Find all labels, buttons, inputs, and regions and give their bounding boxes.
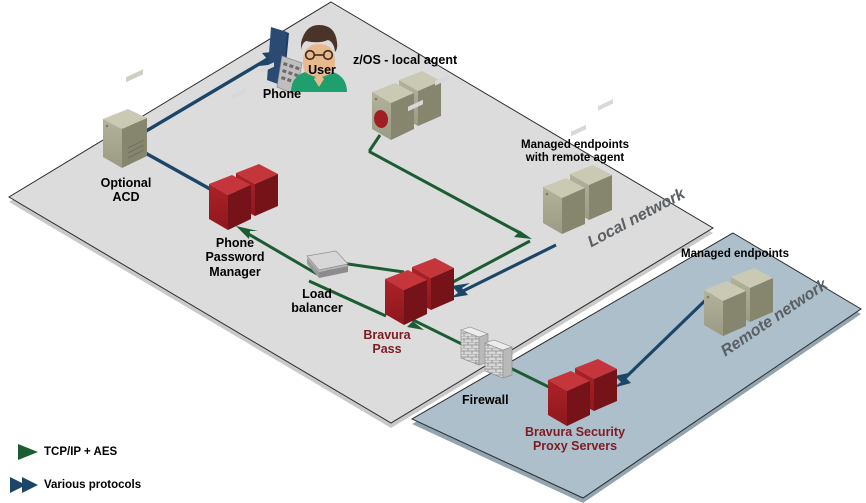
legend-label-tcpip-aes: TCP/IP + AES <box>44 446 118 458</box>
server-tan-icon-managed-agent <box>543 165 612 234</box>
link-zos-to-managed-endpoints-agent <box>368 134 532 239</box>
link-loadbalancer-to-ppm <box>236 226 318 276</box>
server-tan-icon-acd <box>103 69 147 168</box>
legend-label-various-protocols: Various protocols <box>44 479 142 491</box>
legend-marker-tcpip-aes <box>18 444 38 460</box>
server-red-icon-bravura-pass <box>385 74 454 325</box>
mobile-phone-icon <box>267 27 303 96</box>
legend-marker-various-protocols <box>10 477 38 493</box>
firewall-brick-icon-1 <box>460 326 489 366</box>
load-balancer-icon <box>306 250 349 278</box>
person-icon <box>291 25 347 92</box>
link-loadbalancer-path-lower <box>308 279 387 318</box>
server-red-icon-proxy <box>548 99 617 426</box>
firewall-brick-icon-2 <box>484 339 513 379</box>
server-tan-icon-managed-endpoints <box>704 268 773 336</box>
link-remote-endpoints-to-proxy <box>613 287 719 388</box>
mainframe-icon <box>372 71 441 140</box>
link-endpoints-to-bravurapass <box>450 243 557 298</box>
server-red-icon-ppm <box>209 62 278 230</box>
